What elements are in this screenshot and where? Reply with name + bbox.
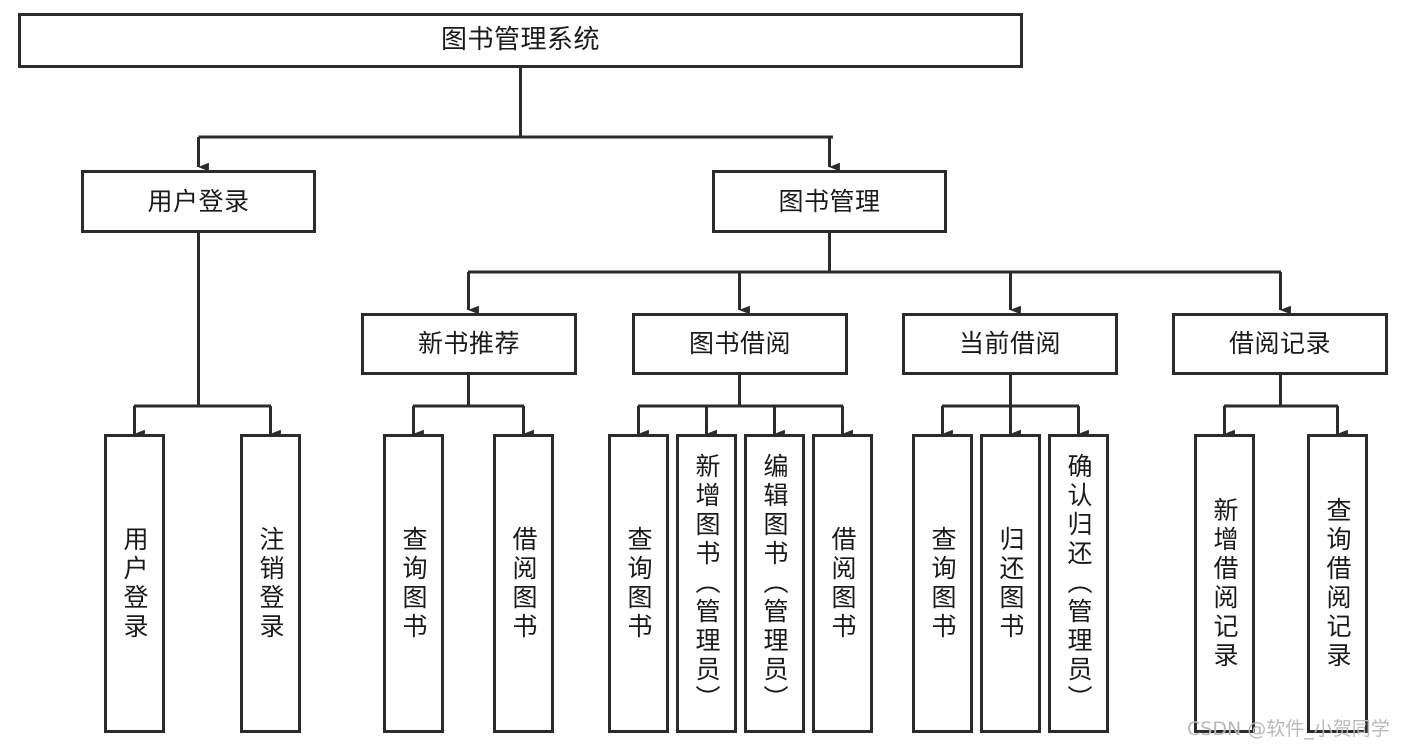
- node-label: 借阅图书: [509, 525, 538, 642]
- node-label: 确认归还（管理员）: [1064, 453, 1093, 714]
- node-leaf-borrow-books-new[interactable]: 借阅图书: [493, 434, 554, 733]
- node-leaf-query-books-borrow[interactable]: 查询图书: [608, 434, 669, 733]
- node-book-borrowing[interactable]: 图书借阅: [632, 313, 848, 375]
- node-leaf-edit-book-admin[interactable]: 编辑图书（管理员）: [744, 434, 805, 733]
- node-label: 用户登录: [120, 525, 149, 642]
- node-label: 图书管理: [778, 186, 881, 216]
- node-label: 注销登录: [256, 525, 285, 642]
- node-label: 新增图书（管理员）: [692, 453, 721, 714]
- node-label: 新增借阅记录: [1210, 496, 1239, 671]
- node-label: 归还图书: [996, 525, 1025, 642]
- node-label: 新书推荐: [417, 329, 520, 359]
- node-leaf-return-books[interactable]: 归还图书: [980, 434, 1041, 733]
- node-label: 查询借阅记录: [1323, 496, 1352, 671]
- node-new-book-recommendation[interactable]: 新书推荐: [361, 313, 577, 375]
- watermark-text: CSDN @软件_小贺同学: [1187, 718, 1390, 740]
- node-leaf-logout[interactable]: 注销登录: [240, 434, 301, 733]
- node-leaf-add-borrow-record[interactable]: 新增借阅记录: [1194, 434, 1255, 733]
- node-label: 借阅图书: [828, 525, 857, 642]
- node-label: 查询图书: [624, 525, 653, 642]
- node-leaf-query-books-new[interactable]: 查询图书: [383, 434, 444, 733]
- node-leaf-query-books-current[interactable]: 查询图书: [912, 434, 973, 733]
- node-leaf-query-borrow-record[interactable]: 查询借阅记录: [1307, 434, 1368, 733]
- node-root-book-management-system[interactable]: 图书管理系统: [18, 13, 1023, 68]
- node-label: 用户登录: [147, 186, 250, 216]
- node-current-borrowing[interactable]: 当前借阅: [902, 313, 1118, 375]
- node-label: 当前借阅: [958, 329, 1061, 359]
- node-leaf-confirm-return-admin[interactable]: 确认归还（管理员）: [1048, 434, 1109, 733]
- node-leaf-add-book-admin[interactable]: 新增图书（管理员）: [676, 434, 737, 733]
- node-label: 查询图书: [928, 525, 957, 642]
- node-leaf-borrow-books[interactable]: 借阅图书: [812, 434, 873, 733]
- node-label: 图书管理系统: [440, 25, 600, 56]
- node-borrowing-records[interactable]: 借阅记录: [1172, 313, 1388, 375]
- node-label: 查询图书: [399, 525, 428, 642]
- node-label: 图书借阅: [688, 329, 791, 359]
- node-book-management[interactable]: 图书管理: [712, 170, 947, 233]
- node-label: 编辑图书（管理员）: [760, 453, 789, 714]
- node-user-login[interactable]: 用户登录: [81, 170, 316, 233]
- node-label: 借阅记录: [1228, 329, 1331, 359]
- node-leaf-user-login[interactable]: 用户登录: [104, 434, 165, 733]
